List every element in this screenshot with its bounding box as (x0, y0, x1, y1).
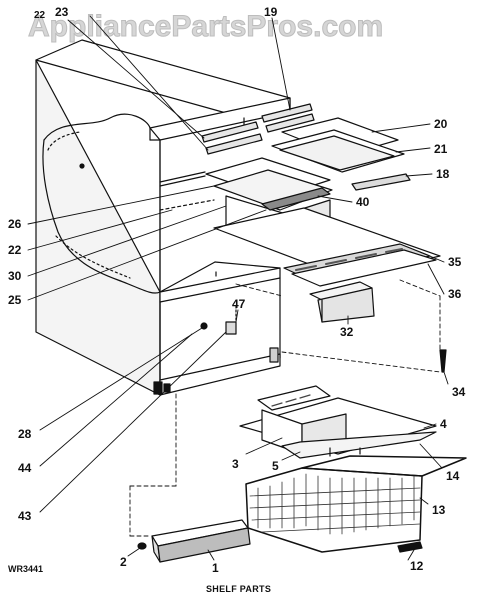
diagram-code: WR3441 (8, 564, 44, 574)
callout-4: 4 (440, 417, 447, 431)
callout-34: 34 (452, 385, 466, 399)
watermark: AppliancePartsPros.com (27, 10, 384, 44)
callout-40: 40 (356, 195, 370, 209)
callout-26: 26 (8, 217, 22, 231)
lower-shelf-assembly (213, 207, 441, 323)
glass-shelf-assembly (271, 117, 411, 191)
drawer-slide-rail (137, 519, 251, 563)
callout-28: 28 (18, 427, 32, 441)
callout-1: 1 (212, 561, 219, 575)
guide-lines (129, 279, 441, 537)
callout-21: 21 (434, 142, 448, 156)
callout-22: 22 (8, 243, 22, 257)
callout-23: 23 (55, 5, 69, 19)
callout-5: 5 (272, 459, 279, 473)
callout-3: 3 (232, 457, 239, 471)
callout-18: 18 (436, 167, 450, 181)
wire-basket (245, 447, 467, 553)
callout-14: 14 (446, 469, 460, 483)
callout-22-top: 22 (34, 10, 46, 21)
callout-44: 44 (18, 461, 32, 475)
callout-20: 20 (434, 117, 448, 131)
callout-47: 47 (232, 297, 246, 311)
callout-30: 30 (8, 269, 22, 283)
callout-12: 12 (410, 559, 424, 573)
diagram-caption: SHELF PARTS (206, 584, 272, 594)
callout-2: 2 (120, 555, 127, 569)
callout-25: 25 (8, 293, 22, 307)
callout-32: 32 (340, 325, 354, 339)
callout-35: 35 (448, 255, 462, 269)
callout-43: 43 (18, 509, 32, 523)
callout-13: 13 (432, 503, 446, 517)
callout-19: 19 (264, 5, 278, 19)
leader-lines (27, 15, 449, 561)
callout-36: 36 (448, 287, 462, 301)
upper-rails (201, 103, 315, 155)
crisper-cover-assembly (239, 385, 437, 459)
